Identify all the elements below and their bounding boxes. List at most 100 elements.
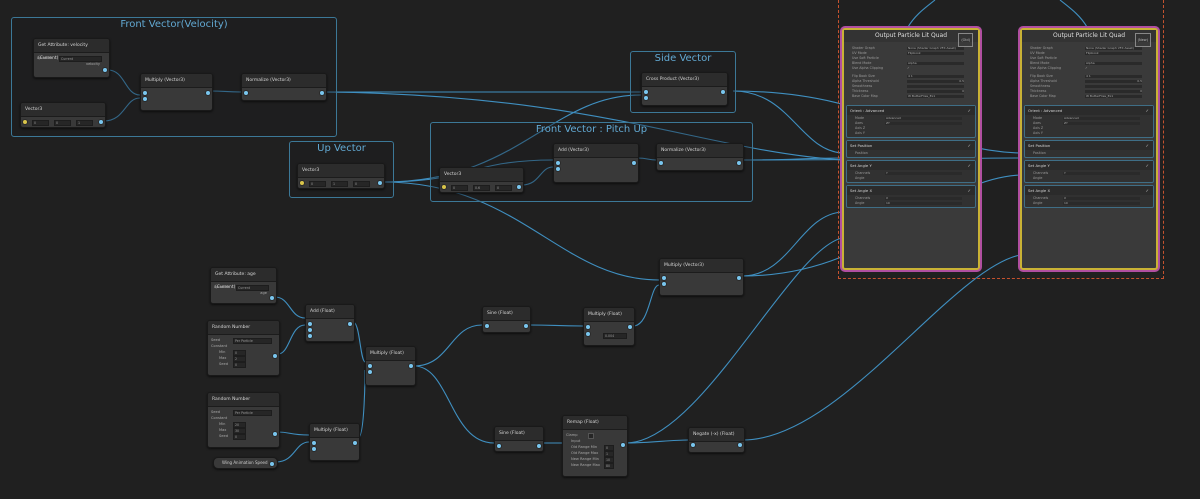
- wing-animation-speed-property[interactable]: Wing Animation Speed: [213, 457, 278, 469]
- block-set-position[interactable]: Set Position✓ Position: [1024, 140, 1154, 158]
- block-enabled-checkbox[interactable]: ✓: [967, 163, 971, 168]
- input-port[interactable]: [661, 281, 667, 287]
- input-port[interactable]: [367, 363, 373, 369]
- thickness-slider[interactable]: 0: [907, 89, 964, 93]
- output-port[interactable]: [516, 184, 522, 190]
- output-port[interactable]: [377, 180, 383, 186]
- block-enabled-checkbox[interactable]: ✓: [1145, 163, 1149, 168]
- output-port[interactable]: [319, 90, 325, 96]
- input-port[interactable]: [690, 442, 696, 448]
- output-port[interactable]: [272, 353, 278, 359]
- seed-field[interactable]: 0: [233, 362, 246, 368]
- alpha-clipping-checkbox[interactable]: ✓: [1085, 66, 1088, 70]
- add-vector3-node[interactable]: Add (Vector3): [553, 143, 639, 183]
- x-field[interactable]: 0: [32, 120, 49, 126]
- seed-field[interactable]: 0: [233, 434, 246, 440]
- block-enabled-checkbox[interactable]: ✓: [1145, 188, 1149, 193]
- output-port[interactable]: [736, 160, 742, 166]
- input-port[interactable]: [555, 160, 561, 166]
- vector3-pitch-node[interactable]: Vector3 0 0.6 0: [439, 167, 524, 193]
- get-velocity-node[interactable]: Get Attribute: velocity (Current) Locati…: [33, 38, 110, 78]
- normalize-vector3-node[interactable]: Normalize (Vector3): [656, 143, 744, 171]
- alpha-threshold-slider[interactable]: 0.5: [1085, 79, 1142, 83]
- multiply-float-node[interactable]: Multiply (Float) 0.004: [583, 307, 635, 346]
- output-port[interactable]: [269, 295, 275, 301]
- output-port[interactable]: [627, 324, 633, 330]
- multiply-float-node[interactable]: Multiply (Float): [365, 346, 416, 386]
- alpha-clipping-checkbox[interactable]: ✓: [907, 66, 910, 70]
- block-enabled-checkbox[interactable]: ✓: [1145, 143, 1149, 148]
- channels-dropdown[interactable]: X: [1063, 196, 1140, 200]
- input-port[interactable]: [22, 119, 28, 125]
- sine-float-node[interactable]: Sine (Float): [482, 306, 531, 333]
- input-port[interactable]: [496, 443, 502, 449]
- input-port[interactable]: [142, 90, 148, 96]
- block-enabled-checkbox[interactable]: ✓: [967, 143, 971, 148]
- shader-graph-field[interactable]: None (Shader Graph VFX Asset): [1085, 46, 1142, 50]
- output-port[interactable]: [98, 119, 104, 125]
- old-min-field[interactable]: 0: [604, 445, 614, 451]
- min-field[interactable]: 0: [233, 350, 246, 356]
- y-field[interactable]: 0.6: [473, 185, 490, 191]
- add-float-node[interactable]: Add (Float): [305, 304, 355, 342]
- thickness-slider[interactable]: 0: [1085, 89, 1142, 93]
- input-port[interactable]: [299, 180, 305, 186]
- input-port[interactable]: [643, 89, 649, 95]
- output-context-old[interactable]: Output Particle Lit Quad(Old) Shader Gra…: [842, 28, 980, 270]
- multiply-vector3-node[interactable]: Multiply (Vector3): [140, 73, 213, 111]
- input-port[interactable]: [243, 90, 249, 96]
- input-port[interactable]: [661, 275, 667, 281]
- input-port[interactable]: [585, 331, 591, 337]
- input-port[interactable]: [585, 324, 591, 330]
- output-port[interactable]: [272, 431, 278, 437]
- axes-dropdown[interactable]: ZY: [1063, 121, 1140, 125]
- axes-dropdown[interactable]: ZY: [885, 121, 962, 125]
- max-field[interactable]: 30: [233, 428, 246, 434]
- channels-dropdown[interactable]: Y: [1063, 171, 1140, 175]
- output-port[interactable]: [269, 461, 275, 467]
- output-port[interactable]: [736, 275, 742, 281]
- output-port[interactable]: [205, 90, 211, 96]
- seed-dropdown[interactable]: Per Particle: [233, 410, 272, 416]
- block-enabled-checkbox[interactable]: ✓: [967, 188, 971, 193]
- x-field[interactable]: 0: [309, 181, 326, 187]
- y-field[interactable]: 0: [54, 120, 71, 126]
- input-port[interactable]: [555, 166, 561, 172]
- block-set-position[interactable]: Set Position✓ Position: [846, 140, 976, 158]
- min-field[interactable]: 20: [233, 422, 246, 428]
- x-field[interactable]: 0: [451, 185, 468, 191]
- output-port[interactable]: [102, 67, 108, 73]
- output-port[interactable]: [408, 363, 414, 369]
- z-field[interactable]: 0: [495, 185, 512, 191]
- new-max-field[interactable]: 80: [604, 463, 614, 469]
- output-port[interactable]: [536, 443, 542, 449]
- output-port[interactable]: [620, 442, 626, 448]
- input-port[interactable]: [311, 440, 317, 446]
- channels-dropdown[interactable]: X: [885, 196, 962, 200]
- channels-dropdown[interactable]: Y: [885, 171, 962, 175]
- multiply-vector3-node[interactable]: Multiply (Vector3): [659, 258, 744, 296]
- blend-mode-dropdown[interactable]: Alpha: [907, 61, 964, 65]
- angle-field[interactable]: 10: [1063, 201, 1140, 205]
- clamp-checkbox[interactable]: [588, 433, 594, 439]
- y-field[interactable]: 1: [331, 181, 348, 187]
- mode-dropdown[interactable]: Advanced: [1063, 116, 1140, 120]
- block-enabled-checkbox[interactable]: ✓: [1145, 108, 1149, 113]
- z-field[interactable]: 1: [76, 120, 93, 126]
- input-port[interactable]: [367, 369, 373, 375]
- base-color-map-field[interactable]: W ButterFlies_Ex1: [907, 94, 964, 98]
- flipbook-size-field[interactable]: 4 1: [907, 74, 964, 78]
- angle-field[interactable]: 10: [885, 201, 962, 205]
- factor-field[interactable]: 0.004: [603, 333, 627, 339]
- input-port[interactable]: [307, 321, 313, 327]
- input-port[interactable]: [441, 184, 447, 190]
- output-port[interactable]: [523, 323, 529, 329]
- output-port[interactable]: [737, 442, 743, 448]
- seed-dropdown[interactable]: Per Particle: [233, 338, 272, 344]
